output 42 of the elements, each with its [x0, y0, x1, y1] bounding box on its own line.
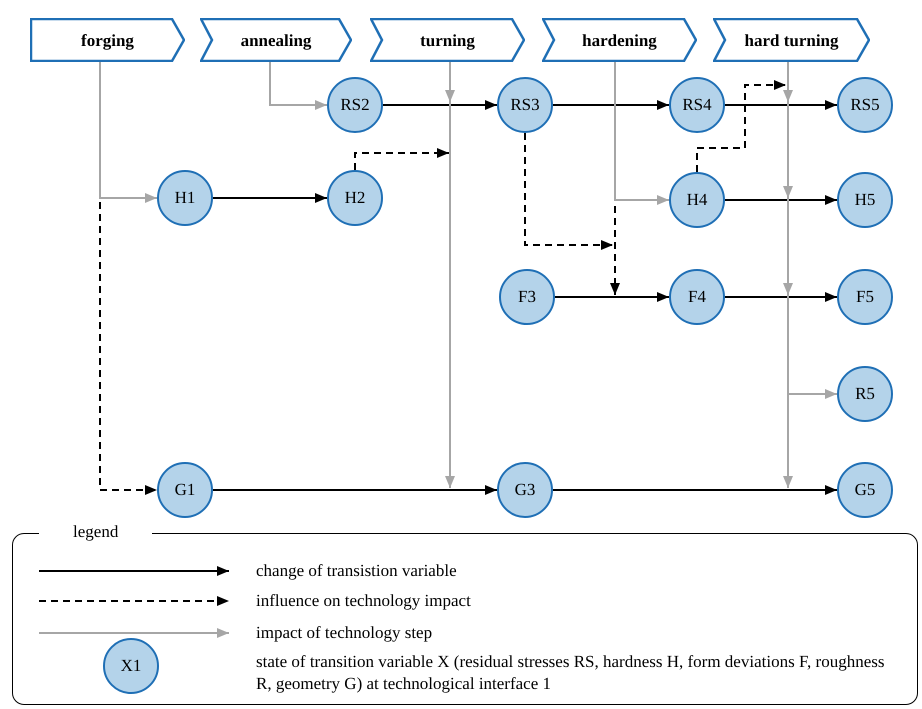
dashed-arrow	[354, 148, 449, 170]
arrow	[99, 62, 157, 203]
legend-text: change of transistion variable	[256, 560, 458, 582]
state-label: RS3	[510, 94, 540, 116]
state-label: F3	[518, 286, 536, 308]
arrow	[725, 100, 837, 110]
step-label: forging	[80, 32, 135, 48]
step-label: annealing	[240, 32, 312, 48]
arrow	[553, 485, 837, 495]
state-label: G3	[514, 479, 536, 502]
step-label: hardening	[581, 32, 658, 48]
state-label: X1	[120, 655, 142, 678]
state-label: RS4	[682, 94, 712, 116]
state-label: R5	[855, 383, 875, 406]
dashed-arrow	[696, 80, 786, 172]
state-label: G5	[854, 479, 876, 502]
arrow	[269, 62, 327, 110]
step-label: hard turning	[744, 32, 840, 48]
state-label: H2	[344, 187, 366, 210]
arrow	[614, 62, 669, 205]
state-label: G1	[174, 479, 196, 502]
arrow	[383, 100, 497, 110]
legend-text: state of transition variable X (residual stresses RS, hardness H, form deviations F, roughness R, geometry G) at technological interface 1	[256, 651, 886, 695]
state-label: RS2	[340, 94, 370, 116]
state-label: F5	[856, 286, 874, 308]
state-label: H5	[854, 189, 876, 212]
arrow	[213, 193, 327, 203]
arrow	[555, 292, 669, 302]
state-label: RS5	[850, 94, 880, 116]
state-label: H1	[174, 187, 196, 210]
arrow	[553, 100, 669, 110]
legend-text: impact of technology step	[256, 622, 434, 644]
arrow	[725, 292, 837, 302]
step-label: turning	[419, 32, 476, 48]
state-label: H4	[686, 189, 708, 212]
arrow	[445, 62, 455, 488]
legend-text: influence on technology impact	[256, 590, 472, 612]
dashed-arrow	[99, 202, 157, 495]
arrow	[725, 195, 837, 205]
state-label: F4	[688, 286, 706, 308]
dashed-arrow	[524, 133, 613, 250]
arrow	[213, 485, 497, 495]
